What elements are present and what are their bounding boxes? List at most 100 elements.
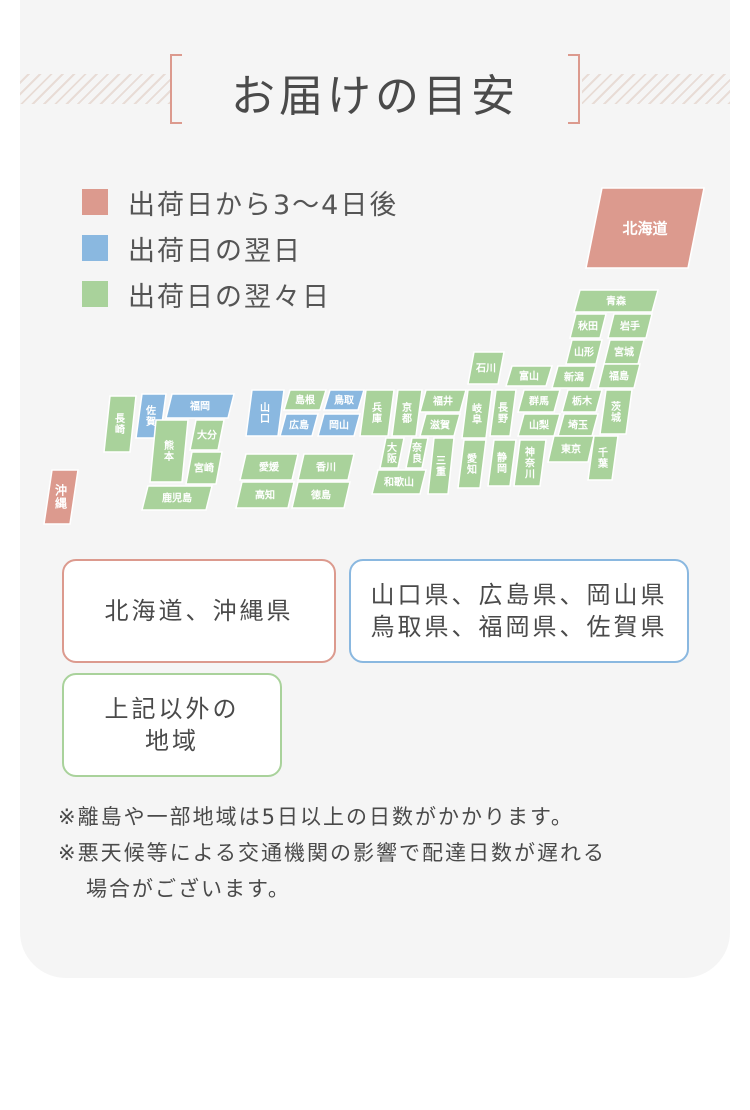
prefecture-9 [504,365,554,387]
prefecture-26 [457,439,487,489]
prefecture-24 [405,437,429,469]
prefecture-1 [585,187,705,269]
prefecture-label-37: 福岡 [189,400,210,413]
prefecture-25 [427,437,455,495]
legend-swatch-green [82,281,108,307]
prefecture-label-12: 福井 [432,395,453,408]
prefecture-label-35: 広島 [289,419,309,432]
prefecture-label-32: 島根 [295,394,315,407]
prefecture-label-9: 富山 [519,370,539,383]
prefecture-label-26: 愛知 [466,452,477,476]
region-box-red: 北海道、沖縄県 [62,559,336,663]
prefecture-label-16: 栃木 [572,395,593,408]
prefecture-45 [297,453,355,481]
legend-item-green: 出荷日の翌々日 [82,279,331,313]
prefecture-22 [391,389,423,437]
prefecture-32 [282,389,328,411]
prefecture-47 [291,481,351,509]
prefecture-label-41: 大分 [197,429,217,442]
prefecture-label-31: 和歌山 [383,476,414,489]
prefecture-14 [489,389,517,437]
prefecture-label-8: 石川 [475,363,496,375]
region-box-red-text: 北海道、沖縄県 [104,597,294,625]
prefecture-label-18: 滋賀 [430,419,450,432]
prefecture-28 [513,439,547,487]
prefecture-label-15: 群馬 [529,395,549,408]
prefecture-label-40: 熊本 [164,439,175,463]
note-line-1: ※離島や一部地域は5日以上の日数がかかります。 [58,805,574,829]
legend-label-blue: 出荷日の翌日 [128,235,302,267]
prefecture-label-43: 鹿児島 [162,492,192,505]
prefecture-36 [317,413,361,437]
prefecture-40 [149,419,189,483]
note-line-2: ※悪天候等による交通機関の影響で配達日数が遅れる [58,841,606,865]
prefecture-label-34: 山口 [260,401,270,425]
prefecture-label-33: 鳥取 [334,394,355,407]
prefecture-label-13: 岐阜 [472,402,482,426]
region-box-green-line1: 上記以外の [104,695,240,723]
region-box-green: 上記以外の 地域 [62,673,282,777]
prefecture-6 [565,339,603,365]
prefecture-35 [279,413,319,437]
prefecture-4 [569,313,607,339]
prefecture-label-10: 新潟 [564,371,584,384]
prefecture-label-38: 佐賀 [145,404,156,428]
prefecture-label-4: 秋田 [578,320,598,333]
legend-label-green: 出荷日の翌々日 [128,281,331,313]
prefecture-label-22: 京都 [401,401,412,425]
prefecture-11 [597,363,641,389]
prefecture-label-24: 奈良 [411,441,423,465]
prefecture-39 [103,395,137,453]
prefecture-23 [379,437,405,469]
prefecture-label-2: 沖縄 [55,483,67,511]
title-bracket-left [170,54,182,124]
page-title: お届けの目安 [231,71,519,122]
japan-map: 北海道沖縄青森秋田岩手山形宮城石川富山新潟福島福井岐阜長野群馬栃木茨城滋賀山梨埼… [43,187,705,525]
prefecture-label-20: 埼玉 [568,419,588,432]
prefecture-46 [235,481,295,509]
prefecture-5 [607,313,653,339]
prefecture-label-23: 大阪 [387,441,398,465]
prefecture-13 [461,389,493,439]
title-stripe-left [20,74,170,104]
prefecture-17 [599,389,633,435]
region-box-blue-line1: 山口県、広島県、岡山県 [370,581,668,609]
prefecture-label-46: 高知 [255,489,275,502]
prefecture-label-3: 青森 [606,295,627,308]
prefecture-43 [141,485,213,511]
prefecture-15 [517,389,561,413]
prefecture-31 [371,469,427,495]
prefecture-16 [561,389,603,413]
prefecture-41 [189,419,225,451]
prefecture-12 [419,389,467,413]
prefecture-3 [573,289,659,313]
region-box-blue-line2: 鳥取県、福岡県、佐賀県 [370,613,668,641]
prefecture-10 [551,365,597,389]
prefecture-label-29: 東京 [561,443,581,456]
legend-swatch-red [82,189,108,215]
prefecture-label-5: 岩手 [619,320,640,333]
legend-swatch-blue [82,235,108,261]
title-stripe-right [582,74,730,104]
prefecture-8 [467,351,505,385]
title-block: お届けの目安 [170,54,580,124]
prefecture-29 [547,435,595,463]
prefecture-label-1: 北海道 [622,219,667,237]
prefecture-18 [419,413,461,437]
prefecture-label-36: 岡山 [329,419,349,432]
prefecture-37 [165,393,235,419]
title-bracket-right [568,54,580,124]
prefecture-label-21: 兵庫 [372,401,382,425]
prefecture-21 [359,389,395,437]
prefecture-label-6: 山形 [574,346,594,359]
prefecture-label-47: 徳島 [310,489,331,502]
prefecture-42 [185,451,223,485]
prefecture-2 [43,469,79,525]
prefecture-label-39: 長崎 [115,413,126,436]
region-box-blue: 山口県、広島県、岡山県 鳥取県、福岡県、佐賀県 [349,559,689,663]
prefecture-label-11: 福島 [608,370,629,383]
prefecture-34 [245,389,285,437]
prefecture-label-28: 神奈川 [524,446,536,481]
prefecture-label-7: 宮城 [614,346,634,359]
prefecture-label-44: 愛媛 [259,461,280,474]
